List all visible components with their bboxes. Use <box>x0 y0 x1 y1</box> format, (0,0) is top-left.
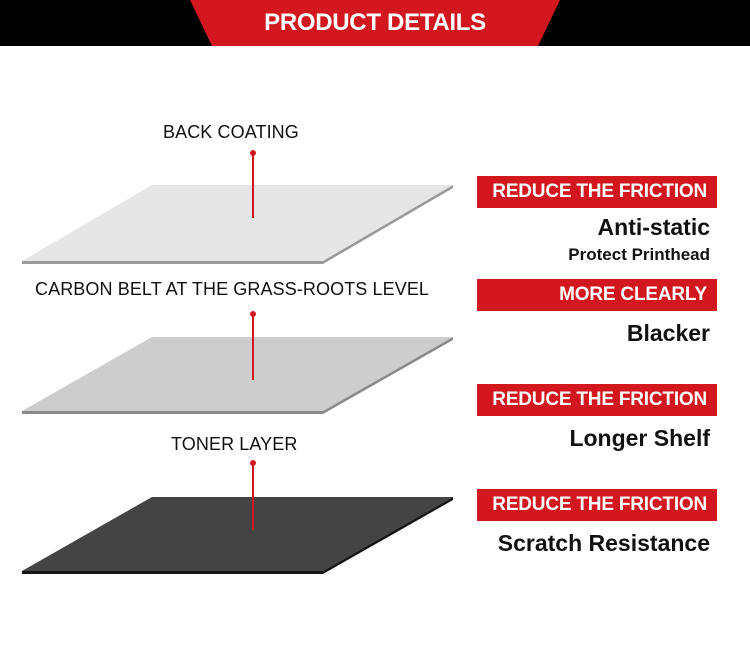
sheet-1-top <box>22 185 453 261</box>
sheet-2-top <box>22 337 453 411</box>
layer-sheet-back-coating <box>22 150 453 264</box>
layer-label-toner-layer: TONER LAYER <box>171 434 298 454</box>
sheet-3-top <box>22 497 453 571</box>
sheet-1-pointer-dot <box>250 150 256 156</box>
layer-sheet-toner <box>22 460 453 574</box>
benefit-anti-static: Anti-static <box>597 214 710 240</box>
badge-reduce-friction-1: REDUCE THE FRICTION <box>477 176 717 208</box>
layer-sheet-carbon-belt <box>22 311 453 414</box>
header-shape <box>0 0 750 46</box>
benefit-scratch-resistance: Scratch Resistance <box>497 530 710 556</box>
sheet-3-pointer-dot <box>250 460 256 466</box>
benefit-longer-shelf: Longer Shelf <box>569 425 710 451</box>
badge-reduce-friction-2: REDUCE THE FRICTION <box>477 384 717 416</box>
page-title: PRODUCT DETAILS <box>264 9 486 36</box>
badge-more-clearly: MORE CLEARLY <box>477 279 717 311</box>
layer-label-back-coating: BACK COATING <box>163 122 299 142</box>
badge-reduce-friction-3: REDUCE THE FRICTION <box>477 489 717 521</box>
sheet-2-pointer-dot <box>250 311 256 317</box>
layer-label-carbon-belt: CARBON BELT AT THE GRASS-ROOTS LEVEL <box>35 279 430 299</box>
header-banner: PRODUCT DETAILS <box>0 0 750 48</box>
benefit-protect-printhead: Protect Printhead <box>568 245 710 264</box>
benefit-blacker: Blacker <box>626 320 710 346</box>
header-ribbon <box>190 0 560 46</box>
